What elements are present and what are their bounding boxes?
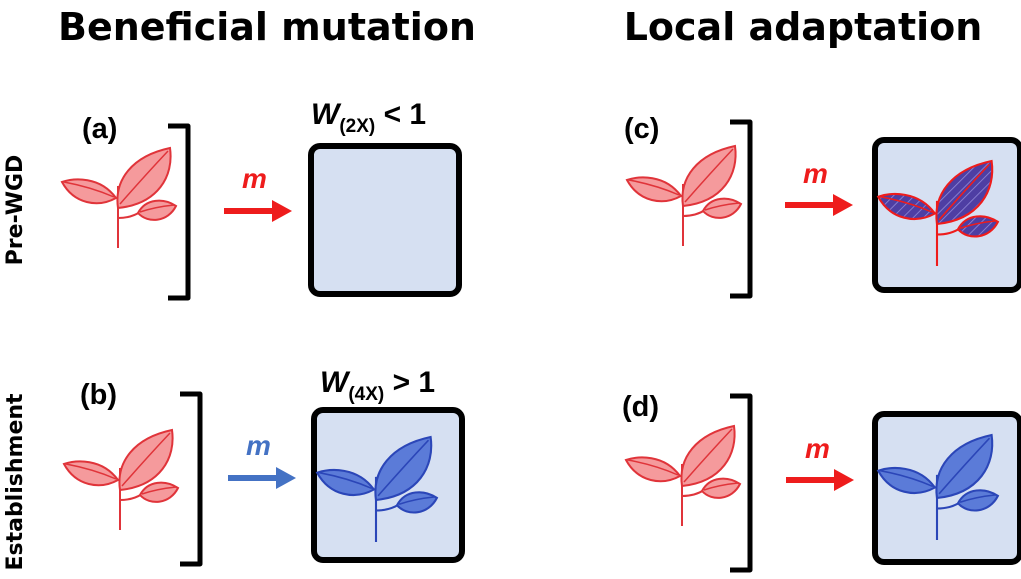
migration-symbol-a: m	[242, 163, 267, 194]
panel-label-b: (b)	[80, 379, 117, 411]
bracket-c	[730, 119, 753, 299]
migration-symbol-c: m	[803, 158, 828, 189]
panel-c: (c) m	[624, 113, 1021, 299]
migration-symbol-d: m	[805, 433, 830, 464]
panel-b: (b) m W(4X) > 1	[63, 366, 465, 567]
panel-label-c: (c)	[624, 113, 659, 145]
row-label-establishment: Establishment	[3, 393, 28, 571]
header-beneficial-mutation: Beneficial mutation	[58, 5, 476, 49]
migration-arrow-c	[785, 194, 853, 216]
migration-arrow-d	[786, 469, 854, 491]
panel-d: (d) m	[622, 391, 1021, 573]
migrant-plant-b	[63, 429, 179, 531]
migration-symbol-b: m	[246, 430, 271, 461]
panel-label-a: (a)	[82, 113, 117, 145]
migrant-plant-d	[625, 425, 741, 527]
header-local-adaptation: Local adaptation	[624, 5, 983, 49]
environment-box-a	[308, 143, 462, 297]
panel-a: (a) m W(2X) < 1	[61, 98, 462, 301]
bracket-b	[180, 391, 203, 567]
migration-arrow-b	[228, 467, 296, 489]
migrant-plant-c	[626, 145, 742, 247]
row-label-pre-wgd: Pre-WGD	[3, 155, 28, 266]
migrant-plant-a	[61, 147, 177, 249]
bracket-a	[168, 123, 191, 301]
fitness-label-a: W(2X) < 1	[311, 98, 426, 137]
migration-arrow-a	[224, 200, 292, 222]
bracket-d	[730, 393, 753, 573]
panel-label-d: (d)	[622, 391, 659, 423]
fitness-label-b: W(4X) > 1	[320, 366, 435, 405]
